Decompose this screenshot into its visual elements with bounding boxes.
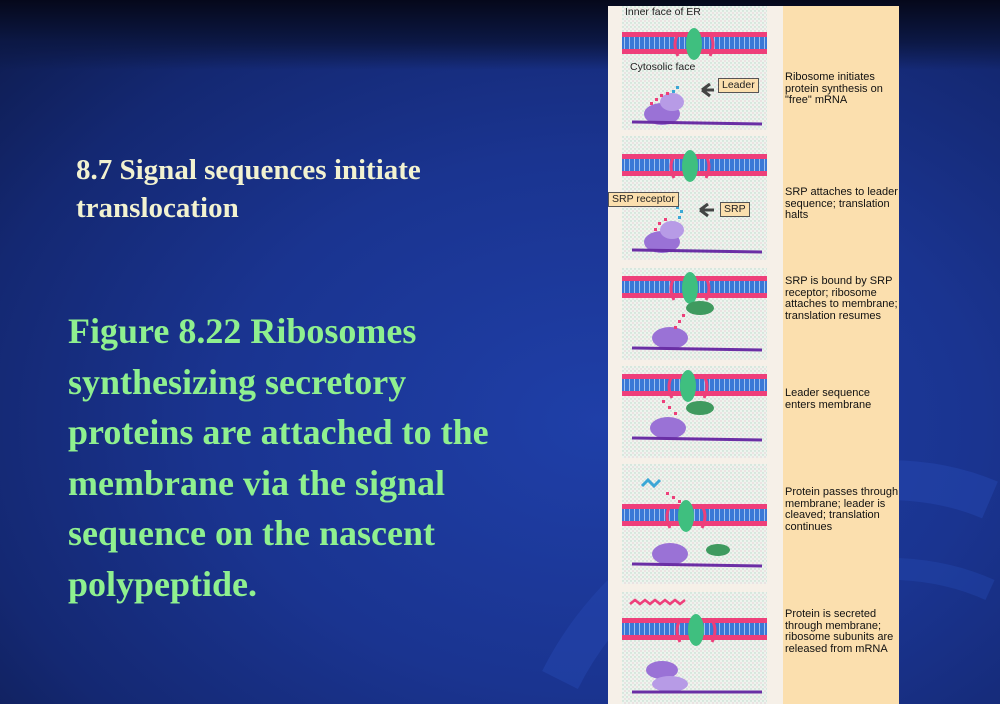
- leader-label: Leader: [718, 78, 759, 93]
- step-4-text: Leader sequence enters membrane: [785, 387, 872, 411]
- srp-receptor-label: SRP receptor: [608, 192, 679, 207]
- slide-title: 8.7 Signal sequences initiate translocat…: [76, 154, 421, 224]
- step-5-text: Protein passes through membrane; leader …: [785, 486, 899, 533]
- panel-1: [622, 6, 767, 130]
- step-3-text: SRP is bound by SRP receptor; ribosome a…: [785, 275, 898, 322]
- cytosolic-face-label: Cytosolic face: [630, 61, 696, 73]
- step-1-text: Ribosome initiates protein synthesis on …: [785, 71, 883, 106]
- step-2-text: SRP attaches to leader sequence; transla…: [785, 186, 898, 221]
- step-descriptions: Ribosome initiates protein synthesis on …: [783, 6, 899, 704]
- panel-6: [622, 592, 767, 704]
- inner-face-label: Inner face of ER: [625, 6, 701, 18]
- er-translocation-figure: Inner face of ER Cytosolic face Leader S…: [608, 6, 899, 704]
- step-6-text: Protein is secreted through membrane; ri…: [785, 608, 894, 655]
- membrane-panels: [622, 6, 767, 704]
- panel-4: [622, 366, 767, 458]
- panel-5: [622, 464, 767, 584]
- panel-3: [622, 268, 767, 360]
- srp-label: SRP: [720, 202, 750, 217]
- figure-caption: Figure 8.22 Ribosomes synthesizing secre…: [68, 311, 489, 604]
